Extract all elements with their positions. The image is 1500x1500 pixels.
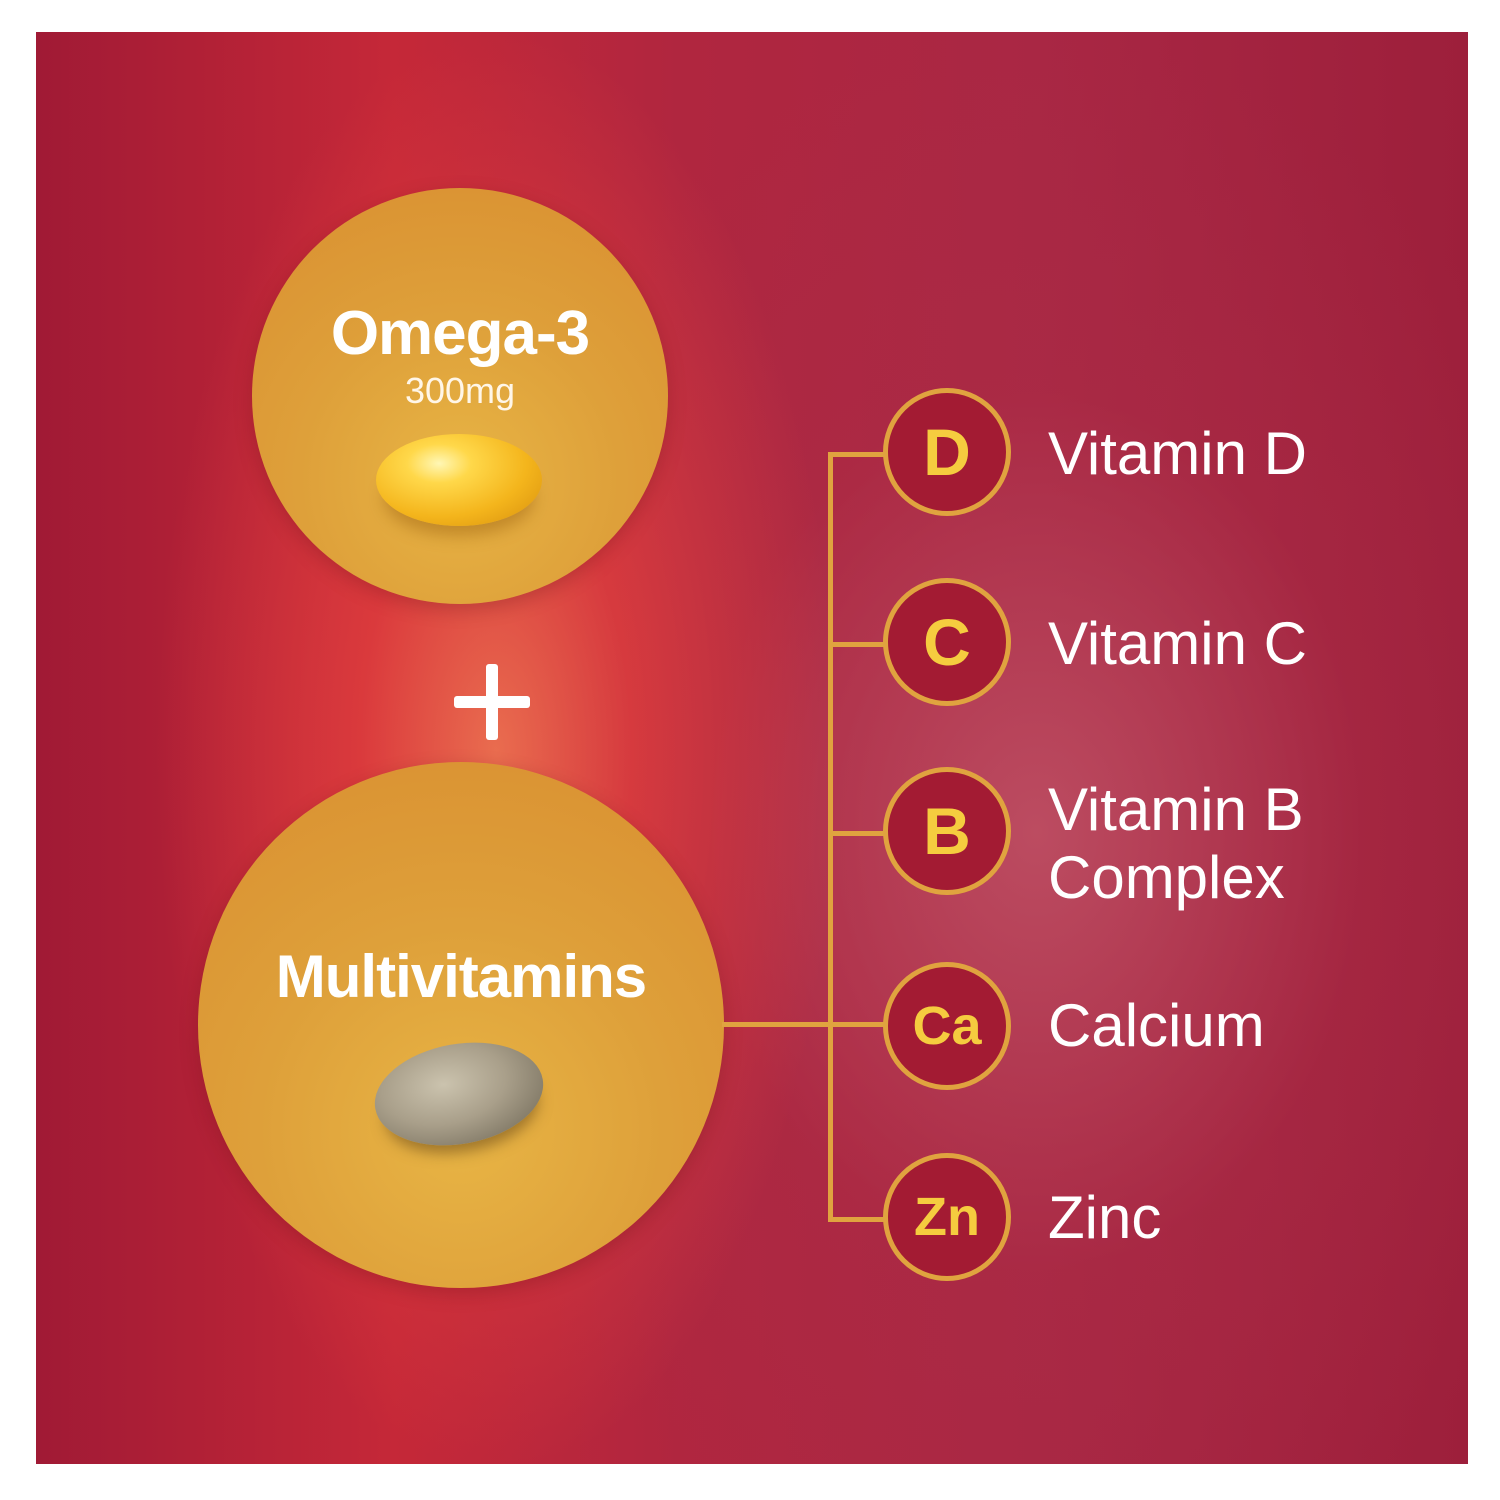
branch-d	[828, 452, 884, 457]
plus-icon	[454, 664, 530, 740]
connector-horizontal	[722, 1022, 884, 1027]
vitamin-c-symbol: C	[883, 578, 1011, 706]
softgel-capsule-image	[376, 434, 542, 526]
zinc-label: Zinc	[1048, 1184, 1162, 1251]
vitamin-d-symbol: D	[883, 388, 1011, 516]
branch-c	[828, 642, 884, 647]
calcium-symbol: Ca	[883, 962, 1011, 1090]
tablet-image	[366, 1029, 552, 1159]
multivitamins-title: Multivitamins	[275, 943, 647, 1010]
vitamin-b-label-line2: Complex	[1048, 844, 1285, 911]
vitamin-d-label: Vitamin D	[1048, 420, 1307, 487]
vitamin-b-label: Vitamin B Complex	[1048, 776, 1304, 912]
vitamin-b-symbol: B	[883, 767, 1011, 895]
vitamin-b-label-line1: Vitamin B	[1048, 776, 1304, 843]
infographic-panel: Omega-3 300mg Multivitamins D Vitamin D …	[36, 32, 1468, 1464]
omega3-circle: Omega-3 300mg	[252, 188, 668, 604]
zinc-symbol: Zn	[883, 1153, 1011, 1281]
branch-zn	[828, 1217, 884, 1222]
calcium-label: Calcium	[1048, 992, 1265, 1059]
omega3-title: Omega-3	[330, 299, 590, 368]
connector-vertical	[828, 452, 833, 1222]
branch-b	[828, 831, 884, 836]
multivitamins-circle: Multivitamins	[198, 762, 724, 1288]
vitamin-c-label: Vitamin C	[1048, 610, 1307, 677]
omega3-dose: 300mg	[404, 370, 516, 411]
